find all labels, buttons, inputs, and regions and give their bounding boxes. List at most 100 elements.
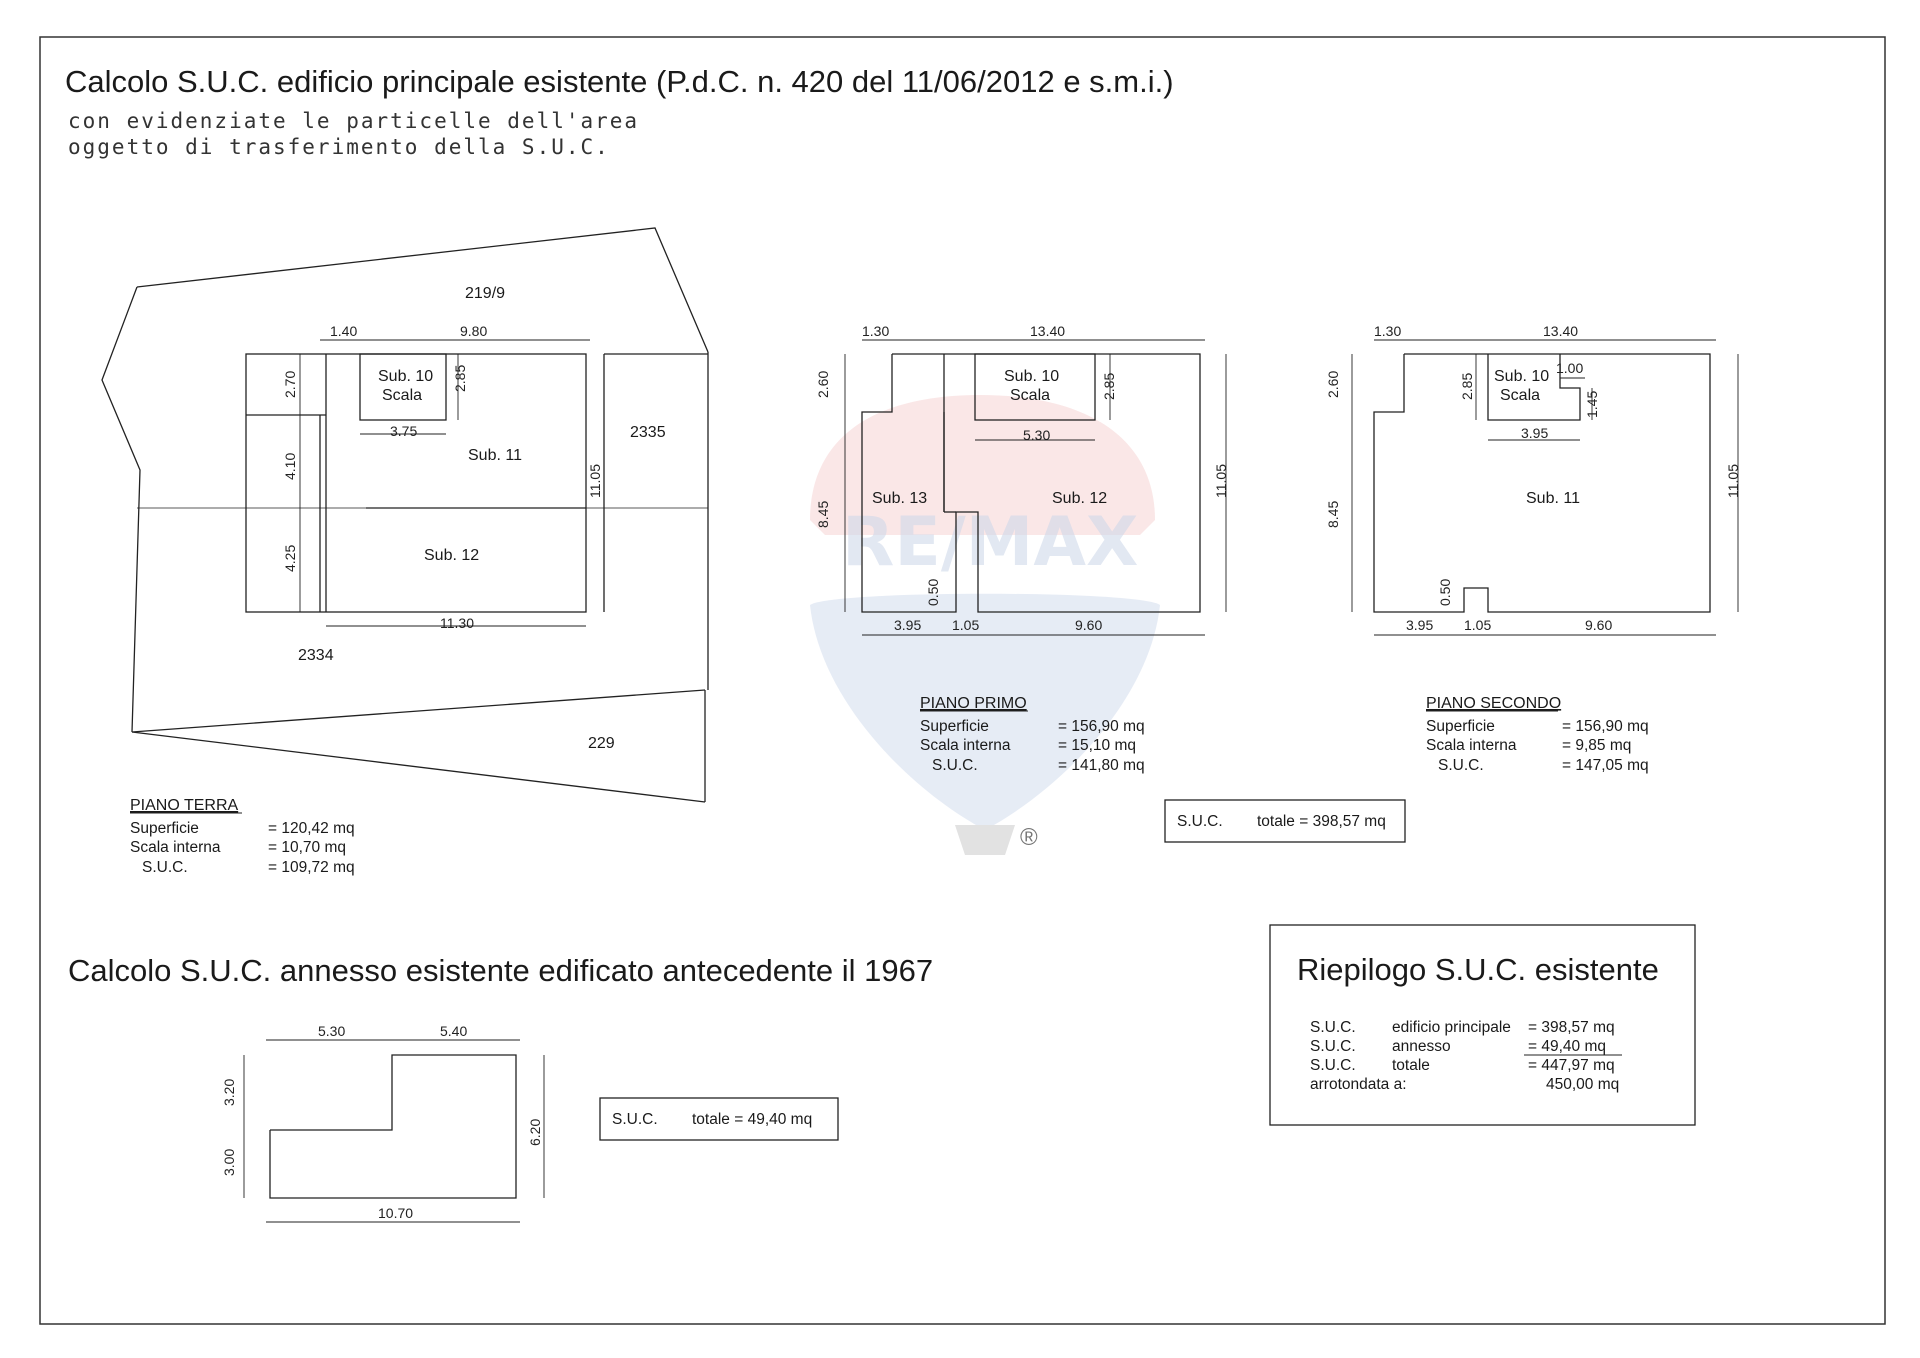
registered-mark: ® xyxy=(1020,824,1038,851)
first-floor-plan xyxy=(844,339,1227,636)
recap-row4-value: 450,00 mq xyxy=(1546,1076,1619,1093)
table-primo-value-3: = 141,80 mq xyxy=(1058,757,1145,774)
dim-annex-3: 3.20 xyxy=(221,1079,237,1106)
dim-annex-5: 6.20 xyxy=(527,1119,543,1146)
table-piano-primo: PIANO PRIMO Superficie = 156,90 mq Scala… xyxy=(920,695,1145,774)
dim-annex-2: 5.40 xyxy=(440,1023,467,1039)
annex-total-value: totale = 49,40 mq xyxy=(692,1111,812,1128)
dim-first-8: 0.50 xyxy=(925,579,941,606)
recap-row3-value: = 447,97 mq xyxy=(1528,1057,1615,1074)
room-scala-first: Scala xyxy=(1010,387,1050,404)
recap-title: Riepilogo S.U.C. esistente xyxy=(1297,952,1659,987)
remax-watermark: RE/MAX ® xyxy=(810,395,1160,855)
sheet-border xyxy=(39,36,1886,1325)
main-total-value: totale = 398,57 mq xyxy=(1257,813,1386,830)
table-terra-value-3: = 109,72 mq xyxy=(268,859,355,876)
table-secondo-value-1: = 156,90 mq xyxy=(1562,718,1649,735)
room-sub11-ground: Sub. 11 xyxy=(468,447,522,464)
room-scala-second: Scala xyxy=(1500,387,1540,404)
dim-second-11: 3.95 xyxy=(1406,617,1433,633)
dim-annex-6: 10.70 xyxy=(378,1205,413,1221)
table-terra-label-1: Superficie xyxy=(130,820,199,837)
room-sub13-first: Sub. 13 xyxy=(872,490,927,507)
table-primo-value-2: = 15,10 mq xyxy=(1058,737,1136,754)
parcel-boundary-north xyxy=(136,227,709,353)
main-total-box: S.U.C. totale = 398,57 mq xyxy=(1164,799,1406,843)
dim-ground-6: 4.10 xyxy=(282,453,298,480)
recap-row2-desc: annesso xyxy=(1392,1038,1451,1055)
table-primo-label-3: S.U.C. xyxy=(932,757,978,774)
table-terra-label-2: Scala interna xyxy=(130,839,221,856)
dim-annex-4: 3.00 xyxy=(221,1149,237,1176)
dim-first-11: 9.60 xyxy=(1075,617,1102,633)
dim-second-5: 1.00 xyxy=(1556,360,1583,376)
room-sub11-second: Sub. 11 xyxy=(1526,490,1580,507)
dim-first-3: 2.60 xyxy=(815,371,831,398)
table-terra-value-2: = 10,70 mq xyxy=(268,839,346,856)
room-sub12-ground: Sub. 12 xyxy=(424,547,479,564)
dim-annex-1: 5.30 xyxy=(318,1023,345,1039)
table-secondo-label-2: Scala interna xyxy=(1426,737,1517,754)
dim-second-2: 13.40 xyxy=(1543,323,1578,339)
dim-ground-5: 3.75 xyxy=(390,423,417,439)
dim-ground-8: 4.25 xyxy=(282,545,298,572)
table-terra-label-3: S.U.C. xyxy=(142,859,188,876)
second-floor-plan xyxy=(1351,339,1739,636)
parcel-2334: 2334 xyxy=(298,647,334,664)
parcel-229: 229 xyxy=(588,735,615,752)
table-primo-label-1: Superficie xyxy=(920,718,989,735)
dim-ground-3: 2.70 xyxy=(282,371,298,398)
recap-row2-label: S.U.C. xyxy=(1310,1038,1356,1055)
room-sub10-ground: Sub. 10 xyxy=(378,368,433,385)
table-piano-secondo: PIANO SECONDO Superficie = 156,90 mq Sca… xyxy=(1426,695,1649,774)
subtitle-line-1: con evidenziate le particelle dell'area xyxy=(68,109,639,133)
dim-second-6: 1.45 xyxy=(1584,391,1600,418)
remax-logo-text: RE/MAX xyxy=(842,503,1138,582)
recap-row2-value: = 49,40 mq xyxy=(1528,1038,1606,1055)
dim-second-1: 1.30 xyxy=(1374,323,1401,339)
room-scala-ground: Scala xyxy=(382,387,422,404)
dim-second-3: 2.60 xyxy=(1325,371,1341,398)
table-secondo-label-1: Superficie xyxy=(1426,718,1495,735)
annex-total-label: S.U.C. xyxy=(612,1111,658,1128)
recap-row1-value: = 398,57 mq xyxy=(1528,1019,1615,1036)
recap-row3-label: S.U.C. xyxy=(1310,1057,1356,1074)
room-sub10-second: Sub. 10 xyxy=(1494,368,1549,385)
dim-second-12: 1.05 xyxy=(1464,617,1491,633)
parcel-219-9: 219/9 xyxy=(465,285,505,302)
dim-second-8: 8.45 xyxy=(1325,501,1341,528)
dim-second-13: 9.60 xyxy=(1585,617,1612,633)
table-piano-terra: PIANO TERRA Superficie = 120,42 mq Scala… xyxy=(130,797,355,876)
annex-title: Calcolo S.U.C. annesso esistente edifica… xyxy=(68,953,933,988)
table-primo-label-2: Scala interna xyxy=(920,737,1011,754)
dim-first-4: 2.85 xyxy=(1101,373,1117,400)
dim-ground-4: 2.85 xyxy=(452,365,468,392)
recap-box: Riepilogo S.U.C. esistente S.U.C. edific… xyxy=(1269,924,1696,1126)
room-sub12-first: Sub. 12 xyxy=(1052,490,1107,507)
dim-second-4: 2.85 xyxy=(1459,373,1475,400)
dim-ground-9: 11.30 xyxy=(440,615,474,631)
annex-plan xyxy=(243,1039,545,1223)
recap-row1-label: S.U.C. xyxy=(1310,1019,1356,1036)
recap-row4-label: arrotondata a: xyxy=(1310,1076,1407,1093)
dim-first-7: 11.05 xyxy=(1213,464,1229,498)
dim-ground-7: 11.05 xyxy=(587,464,603,498)
recap-row1-desc: edificio principale xyxy=(1392,1019,1511,1036)
dim-first-10: 1.05 xyxy=(952,617,979,633)
table-terra-title: PIANO TERRA xyxy=(130,797,239,814)
recap-row3-desc: totale xyxy=(1392,1057,1430,1074)
annex-total-box: S.U.C. totale = 49,40 mq xyxy=(599,1097,839,1141)
table-secondo-title: PIANO SECONDO xyxy=(1426,695,1561,712)
dim-second-7: 3.95 xyxy=(1521,425,1548,441)
dim-first-1: 1.30 xyxy=(862,323,889,339)
dim-ground-2: 9.80 xyxy=(460,323,487,339)
site-plan xyxy=(101,227,709,803)
table-terra-value-1: = 120,42 mq xyxy=(268,820,355,837)
dim-first-2: 13.40 xyxy=(1030,323,1065,339)
dim-first-5: 5.30 xyxy=(1023,427,1050,443)
dim-first-9: 3.95 xyxy=(894,617,921,633)
dim-second-10: 0.50 xyxy=(1437,579,1453,606)
main-title: Calcolo S.U.C. edificio principale esist… xyxy=(65,64,1174,99)
table-secondo-value-3: = 147,05 mq xyxy=(1562,757,1649,774)
